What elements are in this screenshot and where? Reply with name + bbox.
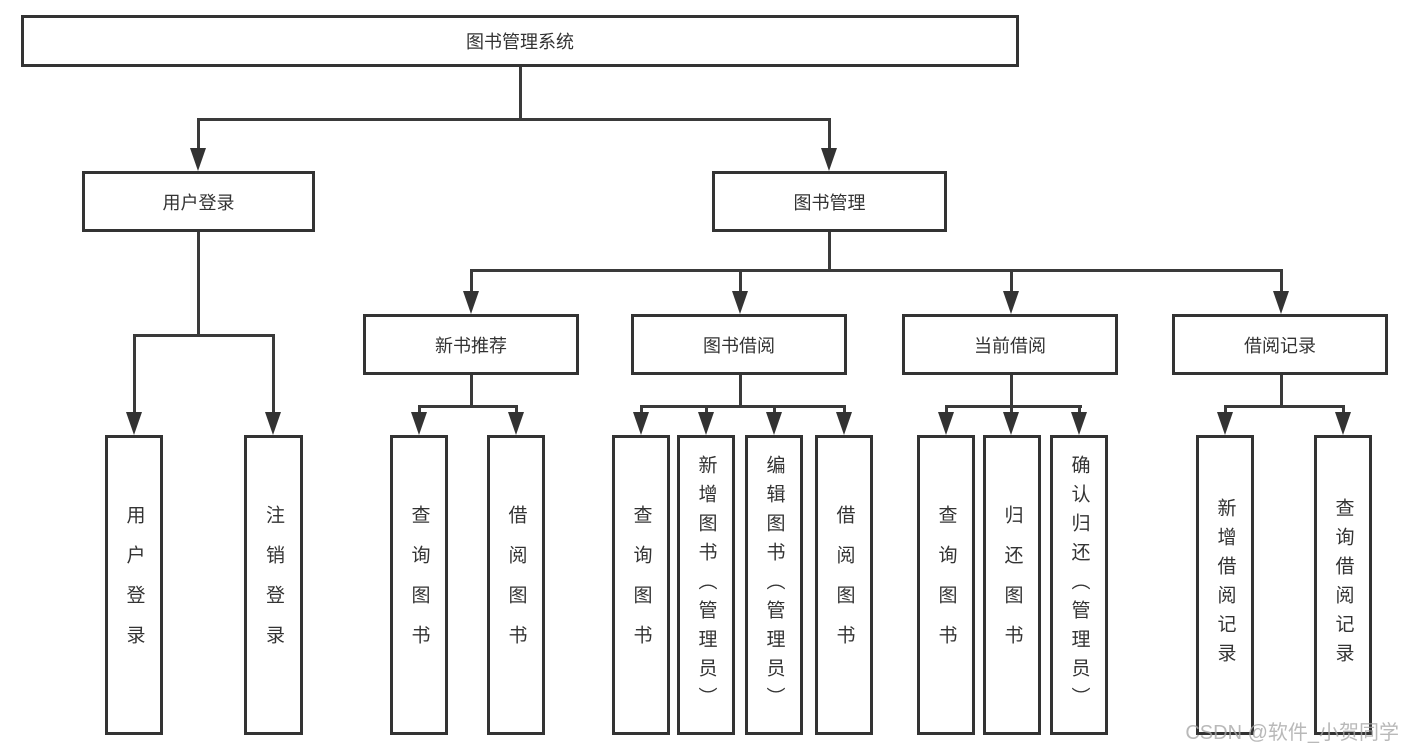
connector-line bbox=[945, 405, 1082, 408]
connector-line bbox=[1010, 375, 1013, 408]
arrow-down-icon bbox=[1335, 412, 1351, 435]
arrow-down-icon bbox=[821, 148, 837, 171]
tree-node-new-book-recommend: 新书推荐 bbox=[363, 314, 579, 375]
leaf-node-edit-books-admin: 编辑图书（管理员） bbox=[745, 435, 803, 735]
arrow-down-icon bbox=[698, 412, 714, 435]
node-label: 借阅图书 bbox=[833, 505, 855, 665]
arrow-down-icon bbox=[938, 412, 954, 435]
leaf-node-add-borrow-record: 新增借阅记录 bbox=[1196, 435, 1254, 735]
leaf-node-add-books-admin: 新增图书（管理员） bbox=[677, 435, 735, 735]
node-label: 查询图书 bbox=[630, 505, 652, 665]
connector-line bbox=[1342, 405, 1345, 415]
connector-line bbox=[515, 405, 518, 415]
tree-node-book-management: 图书管理 bbox=[712, 171, 947, 232]
connector-line bbox=[1280, 269, 1283, 293]
node-label: 用户登录 bbox=[123, 505, 145, 665]
connector-line bbox=[197, 118, 831, 121]
connector-line bbox=[272, 334, 275, 414]
node-label: 图书管理系统 bbox=[466, 32, 574, 52]
arrow-down-icon bbox=[633, 412, 649, 435]
node-label: 借阅记录 bbox=[1244, 335, 1316, 356]
node-label: 查询图书 bbox=[935, 505, 957, 665]
node-label: 新书推荐 bbox=[435, 335, 507, 356]
connector-line bbox=[197, 118, 200, 151]
leaf-node-return-books: 归还图书 bbox=[983, 435, 1041, 735]
connector-line bbox=[133, 334, 274, 337]
connector-line bbox=[640, 405, 846, 408]
node-label: 用户登录 bbox=[162, 192, 235, 213]
leaf-node-query-borrow-record: 查询借阅记录 bbox=[1314, 435, 1372, 735]
connector-line bbox=[1010, 405, 1013, 415]
connector-line bbox=[519, 65, 522, 120]
leaf-node-confirm-return-admin: 确认归还（管理员） bbox=[1050, 435, 1108, 735]
connector-line bbox=[640, 405, 643, 415]
arrow-down-icon bbox=[1003, 291, 1019, 314]
leaf-node-logout: 注销登录 bbox=[244, 435, 303, 735]
leaf-node-query-books: 查询图书 bbox=[612, 435, 670, 735]
connector-line bbox=[705, 405, 708, 415]
node-label: 图书管理 bbox=[793, 192, 866, 213]
connector-line bbox=[739, 375, 742, 408]
connector-line bbox=[133, 334, 136, 414]
arrow-down-icon bbox=[836, 412, 852, 435]
arrow-down-icon bbox=[732, 291, 748, 314]
node-label: 确认归还（管理员） bbox=[1068, 454, 1090, 716]
leaf-node-borrow-books: 借阅图书 bbox=[815, 435, 873, 735]
connector-line bbox=[197, 232, 200, 337]
arrow-down-icon bbox=[1217, 412, 1233, 435]
arrow-down-icon bbox=[766, 412, 782, 435]
connector-line bbox=[470, 269, 473, 293]
leaf-node-user-login: 用户登录 bbox=[105, 435, 163, 735]
connector-line bbox=[945, 405, 948, 415]
connector-line bbox=[843, 405, 846, 415]
node-label: 归还图书 bbox=[1001, 505, 1023, 665]
node-label: 新增图书（管理员） bbox=[695, 454, 717, 716]
arrow-down-icon bbox=[265, 412, 281, 435]
leaf-node-query-books-current: 查询图书 bbox=[917, 435, 975, 735]
node-label: 借阅图书 bbox=[505, 505, 527, 665]
node-label: 图书借阅 bbox=[703, 335, 775, 356]
tree-node-current-borrow: 当前借阅 bbox=[902, 314, 1118, 375]
node-label: 注销登录 bbox=[263, 505, 284, 665]
tree-node-library-management-system: 图书管理系统 bbox=[21, 15, 1019, 67]
connector-line bbox=[418, 405, 421, 415]
arrow-down-icon bbox=[126, 412, 142, 435]
watermark: CSDN @软件_小贺同学 bbox=[1185, 722, 1399, 744]
arrow-down-icon bbox=[1273, 291, 1289, 314]
node-label: 当前借阅 bbox=[974, 335, 1046, 356]
connector-line bbox=[828, 232, 831, 272]
leaf-node-query-books-recommend: 查询图书 bbox=[390, 435, 448, 735]
tree-node-user-login: 用户登录 bbox=[82, 171, 315, 232]
connector-line bbox=[1280, 375, 1283, 408]
node-label: 编辑图书（管理员） bbox=[763, 454, 785, 716]
node-label: 新增借阅记录 bbox=[1214, 498, 1236, 672]
arrow-down-icon bbox=[508, 412, 524, 435]
arrow-down-icon bbox=[1003, 412, 1019, 435]
arrow-down-icon bbox=[1071, 412, 1087, 435]
tree-node-borrow-records: 借阅记录 bbox=[1172, 314, 1388, 375]
node-label: 查询图书 bbox=[408, 505, 430, 665]
connector-line bbox=[1010, 269, 1013, 293]
connector-line bbox=[828, 118, 831, 151]
arrow-down-icon bbox=[190, 148, 206, 171]
connector-line bbox=[1224, 405, 1227, 415]
connector-line bbox=[1078, 405, 1081, 415]
node-label: 查询借阅记录 bbox=[1332, 498, 1354, 672]
arrow-down-icon bbox=[411, 412, 427, 435]
arrow-down-icon bbox=[463, 291, 479, 314]
connector-line bbox=[470, 269, 1283, 272]
tree-node-book-borrow: 图书借阅 bbox=[631, 314, 847, 375]
connector-line bbox=[470, 375, 473, 408]
leaf-node-borrow-books-recommend: 借阅图书 bbox=[487, 435, 545, 735]
connector-line bbox=[1224, 405, 1344, 408]
connector-line bbox=[739, 269, 742, 293]
connector-line bbox=[773, 405, 776, 415]
connector-line bbox=[418, 405, 518, 408]
